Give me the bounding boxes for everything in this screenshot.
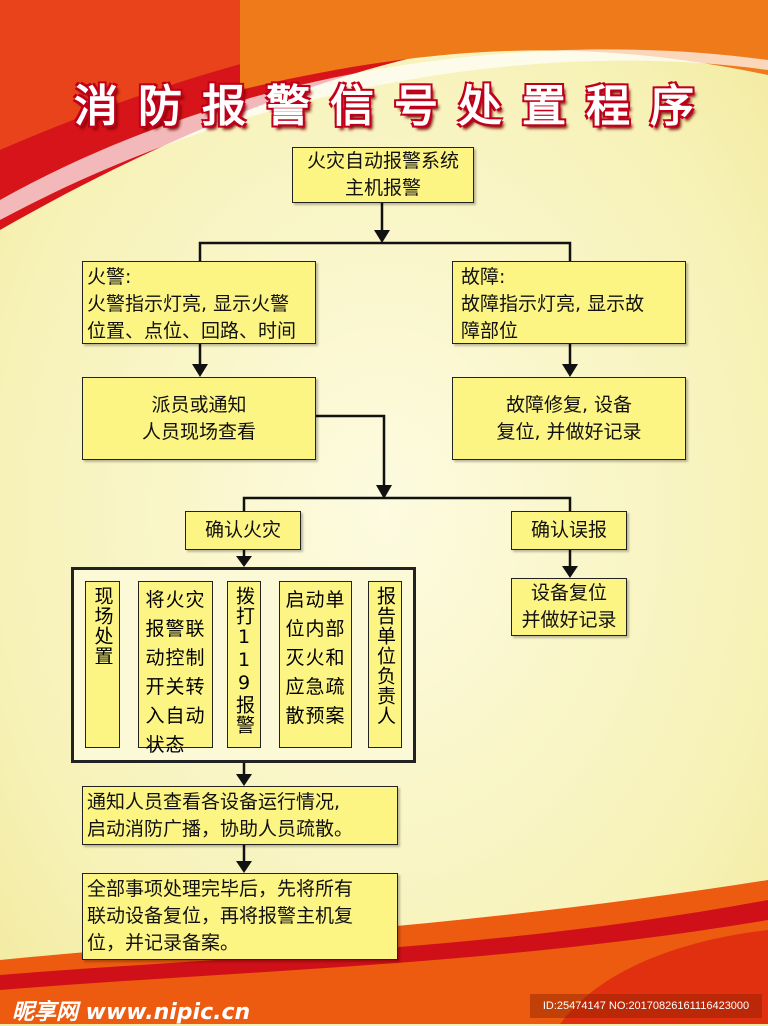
- text-line: 位置、点位、回路、时间: [87, 320, 297, 342]
- text-line: 报警联: [145, 618, 206, 640]
- text-line: 障部位: [461, 320, 519, 342]
- text: 将火灾报警联动控制开关转入自动状态: [145, 586, 206, 756]
- node-alarm-host: 火灾自动报警系统 主机报警: [292, 147, 474, 203]
- text-line: 通知人员查看各设备运行情况,: [87, 791, 341, 813]
- node-notify: 通知人员查看各设备运行情况, 启动消防广播，协助人员疏散。: [82, 786, 398, 845]
- node-fault: 故障: 故障指示灯亮, 显示故 障部位: [452, 261, 686, 344]
- text-line: 故障:: [461, 266, 506, 288]
- page-title: 消防报警信号处置程序: [74, 81, 714, 132]
- node-fire: 火警: 火警指示灯亮, 显示火警 位置、点位、回路、时间: [82, 261, 316, 344]
- text-line: 启动消防广播，协助人员疏散。: [87, 818, 354, 840]
- node-fault-repair: 故障修复, 设备 复位, 并做好记录: [452, 377, 686, 460]
- watermark-brand: 昵享网 www.nipic.cn: [12, 1000, 251, 1025]
- text-line: 人员现场查看: [141, 420, 256, 443]
- text-line: 故障指示灯亮, 显示故: [461, 293, 645, 315]
- text-line: 设备复位: [530, 582, 607, 604]
- text-line: 启动单: [285, 589, 346, 611]
- text-line: 灭火和: [285, 647, 346, 669]
- text-line: 位，并记录备案。: [87, 932, 240, 954]
- action-report: 报告单位负责人: [368, 581, 402, 748]
- node-confirm-fire: 确认火灾: [185, 511, 301, 550]
- action-call-119: 拨打119报警: [227, 581, 261, 748]
- text: 现场处置: [91, 586, 114, 666]
- text-line: 全部事项处理完毕后，先将所有: [87, 878, 354, 900]
- text-line: 将火灾: [145, 589, 206, 611]
- watermark-id: ID:25474147 NO:20170826161116423000: [530, 994, 762, 1018]
- text-line: 主机报警: [344, 177, 421, 199]
- text-line: 位内部: [285, 618, 346, 640]
- action-onsite: 现场处置: [85, 581, 120, 748]
- text: 启动单位内部灭火和应急疏散预案: [285, 586, 345, 747]
- text-line: 散预案: [285, 705, 346, 727]
- text-line: 联动设备复位，再将报警主机复: [87, 905, 354, 927]
- text-line: 故障修复, 设备: [505, 393, 633, 416]
- text-line: 状态: [145, 734, 186, 756]
- text-line: 火警指示灯亮, 显示火警: [87, 293, 290, 315]
- action-emergency-plan: 启动单位内部灭火和应急疏散预案: [279, 581, 352, 748]
- text: 拨打119报警: [233, 586, 255, 735]
- text-line: 火灾自动报警系统: [306, 150, 459, 172]
- text-line: 火警:: [87, 266, 132, 288]
- text: 报告单位负责人: [374, 586, 396, 726]
- node-device-reset: 设备复位 并做好记录: [511, 578, 627, 636]
- text-line: 派员或通知: [151, 393, 247, 416]
- text-line: 开关转: [145, 676, 206, 698]
- node-final: 全部事项处理完毕后，先将所有 联动设备复位，再将报警主机复 位，并记录备案。: [82, 873, 398, 960]
- node-dispatch: 派员或通知 人员现场查看: [82, 377, 316, 460]
- text-line: 入自动: [145, 705, 206, 727]
- node-confirm-false-alarm: 确认误报: [511, 511, 627, 550]
- text-line: 应急疏: [285, 676, 346, 698]
- text-line: 并做好记录: [521, 609, 617, 631]
- text-line: 复位, 并做好记录: [496, 420, 642, 443]
- text-line: 动控制: [145, 647, 206, 669]
- action-linkage: 将火灾报警联动控制开关转入自动状态: [138, 581, 213, 756]
